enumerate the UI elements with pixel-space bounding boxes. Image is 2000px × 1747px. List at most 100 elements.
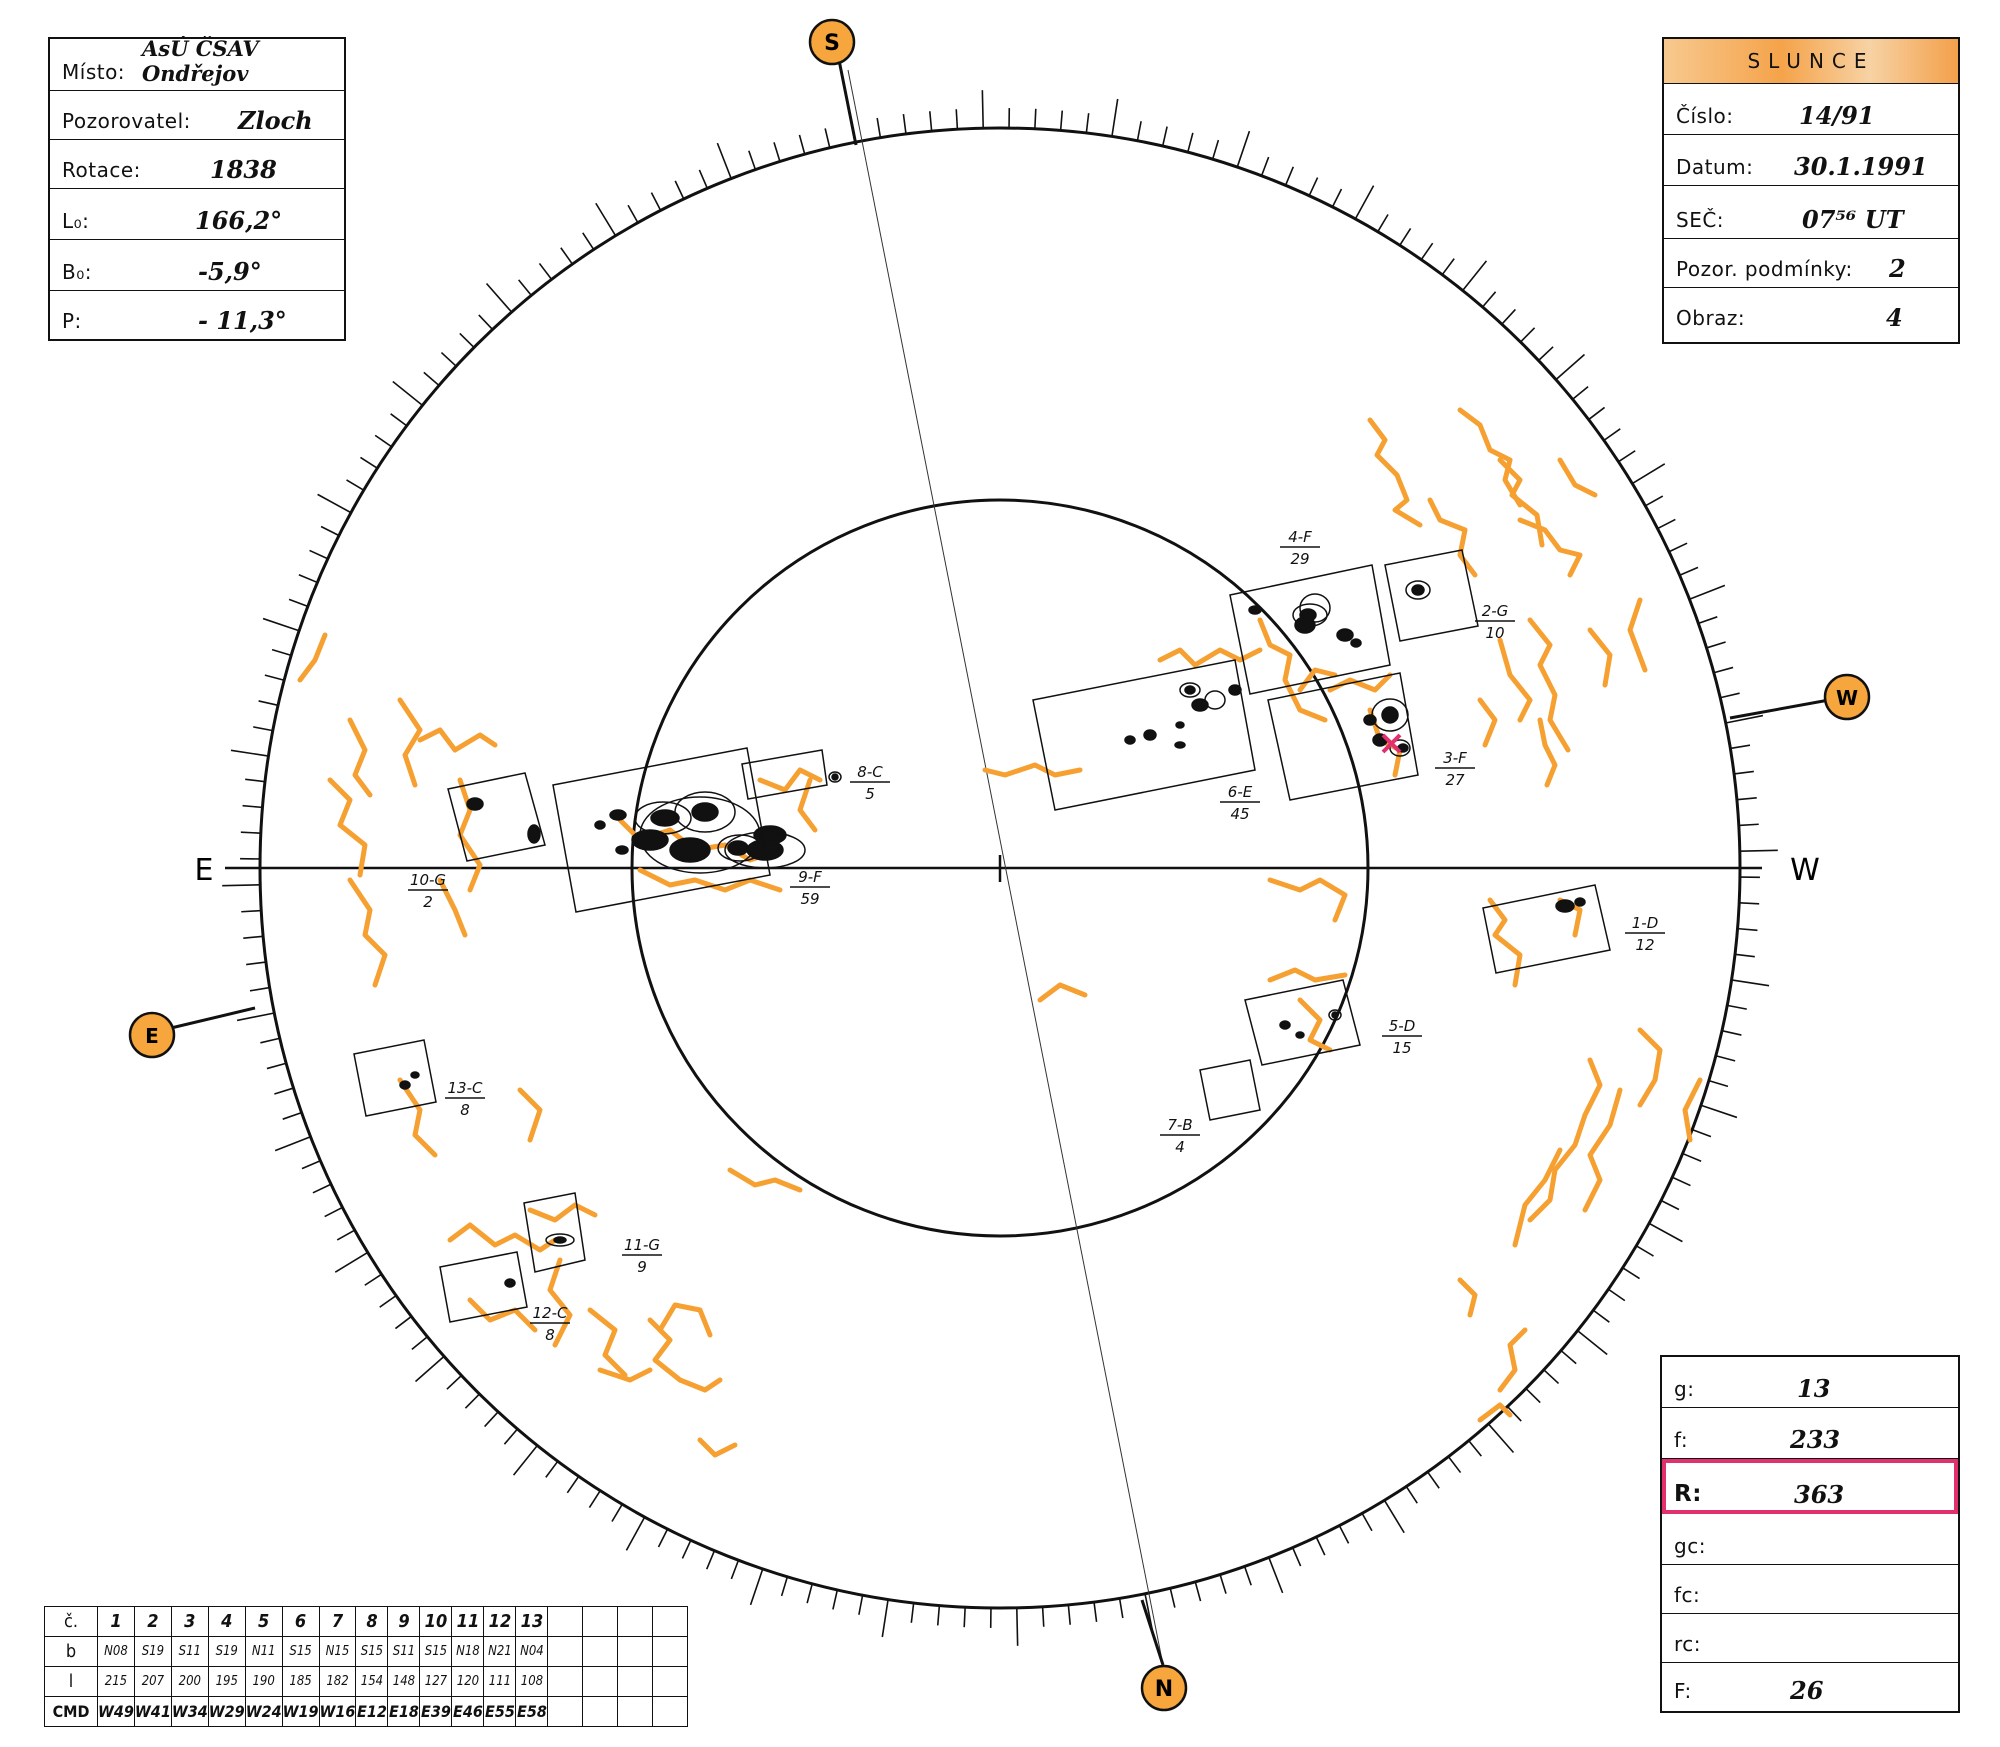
scale-tick [1118, 1598, 1124, 1619]
scale-tick [773, 142, 781, 162]
group-box-3 [1267, 672, 1419, 801]
east-badge-label: E [145, 1024, 159, 1048]
scale-tick [485, 282, 513, 313]
scale-tick [1708, 1079, 1729, 1088]
r-label: R: [1674, 1481, 1702, 1507]
table-cell: W16 [318, 1696, 357, 1727]
scale-tick [1506, 1406, 1522, 1422]
group-box-6 [1032, 659, 1256, 811]
scale-tick [360, 456, 378, 469]
scale-tick [1725, 714, 1764, 724]
table-cell: 154 [355, 1666, 389, 1697]
scale-tick [1700, 1104, 1738, 1119]
slunce-info-box: SLUNCE Číslo: 14/91 Datum: 30.1.1991 SEČ… [1662, 37, 1960, 344]
datum-label: Datum: [1676, 155, 1754, 179]
group-box-8 [741, 749, 828, 800]
group-label-id: 2-G [1482, 602, 1509, 620]
table-cell: W49 [97, 1696, 135, 1727]
group-box-1 [1482, 884, 1611, 974]
scale-tick [1354, 185, 1375, 220]
scale-tick [657, 1528, 669, 1548]
scale-tick [1399, 228, 1412, 246]
table-cell: 185 [281, 1666, 320, 1697]
scale-tick [716, 142, 732, 179]
scale-tick [503, 1428, 519, 1445]
datum-value: 30.1.1991 [1794, 152, 1928, 181]
scale-tick [1194, 1581, 1202, 1602]
group-label-count: 8 [460, 1101, 470, 1119]
group-box-4 [1229, 564, 1391, 695]
scale-tick [1739, 849, 1778, 853]
rotace-label: Rotace: [62, 158, 141, 182]
cislo-label: Číslo: [1676, 104, 1734, 128]
table-empty-cell [652, 1666, 689, 1697]
scale-tick [698, 169, 709, 189]
table-cell: 7 [318, 1606, 357, 1637]
scale-tick [1671, 1176, 1691, 1187]
scale-tick [1361, 1512, 1373, 1532]
scale-tick [1519, 327, 1536, 343]
table-row-label: č. [44, 1606, 98, 1637]
group-label-count: 29 [1290, 550, 1309, 568]
group-label-id: 8-C [857, 763, 883, 781]
scale-tick [705, 1550, 716, 1570]
scale-tick [1093, 1601, 1098, 1622]
group-label-count: 10 [1485, 624, 1504, 642]
table-cell: E46 [451, 1696, 485, 1727]
scale-tick [512, 1445, 538, 1476]
f-value: 233 [1790, 1425, 1841, 1454]
observation-info-box: Místo: AsÚ ČSAV Ondřejov Pozorovatel: Zl… [48, 36, 346, 341]
group-label-count: 4 [1175, 1138, 1185, 1156]
scale-tick [1572, 386, 1589, 400]
scale-tick [464, 1393, 481, 1409]
scale-tick [298, 573, 318, 584]
scale-tick [1577, 1330, 1608, 1356]
scale-tick [241, 909, 262, 913]
scale-tick [1441, 258, 1455, 276]
scale-tick [245, 778, 266, 783]
sec-label: SEČ: [1676, 208, 1725, 232]
rotation-axis [847, 69, 1164, 1666]
group-label-count: 9 [637, 1258, 647, 1276]
scale-tick [780, 1576, 789, 1597]
scale-tick [1618, 450, 1636, 463]
table-cell: 5 [244, 1606, 283, 1637]
rc-label: rc: [1674, 1632, 1702, 1656]
scale-tick [1308, 177, 1319, 197]
pozorovatel-label: Pozorovatel: [62, 109, 191, 133]
table-cell: S19 [133, 1636, 172, 1667]
north-label: N [1155, 1677, 1173, 1702]
table-row-label: b [44, 1636, 98, 1667]
group-label-id: 11-G [624, 1236, 660, 1254]
scale-tick [582, 232, 595, 250]
table-cell: 6 [281, 1606, 320, 1637]
scale-tick [560, 247, 574, 265]
scale-tick [545, 1460, 559, 1478]
g-label: g: [1674, 1377, 1695, 1401]
group-label-count: 27 [1445, 771, 1465, 789]
scale-tick [446, 1374, 462, 1390]
group-label-count: 59 [800, 890, 819, 908]
scale-tick [1059, 110, 1064, 131]
scale-tick [566, 1475, 580, 1494]
scale-tick [334, 1251, 369, 1273]
group-box-11 [523, 1192, 586, 1273]
scale-tick [1648, 1222, 1683, 1243]
scale-tick [625, 1516, 646, 1551]
west-badge: W [1823, 673, 1871, 721]
scale-tick [258, 700, 279, 707]
scale-tick [1487, 1423, 1515, 1454]
table-empty-cell [547, 1606, 584, 1637]
table-cell: 120 [451, 1666, 485, 1697]
scale-tick [1136, 121, 1142, 142]
scale-tick [518, 279, 532, 296]
scale-tick [1555, 353, 1586, 381]
scale-tick [1733, 770, 1754, 775]
table-empty-cell [652, 1606, 689, 1637]
table-empty-cell [547, 1636, 584, 1667]
table-empty-cell [547, 1696, 584, 1727]
table-cell: 190 [244, 1666, 283, 1697]
